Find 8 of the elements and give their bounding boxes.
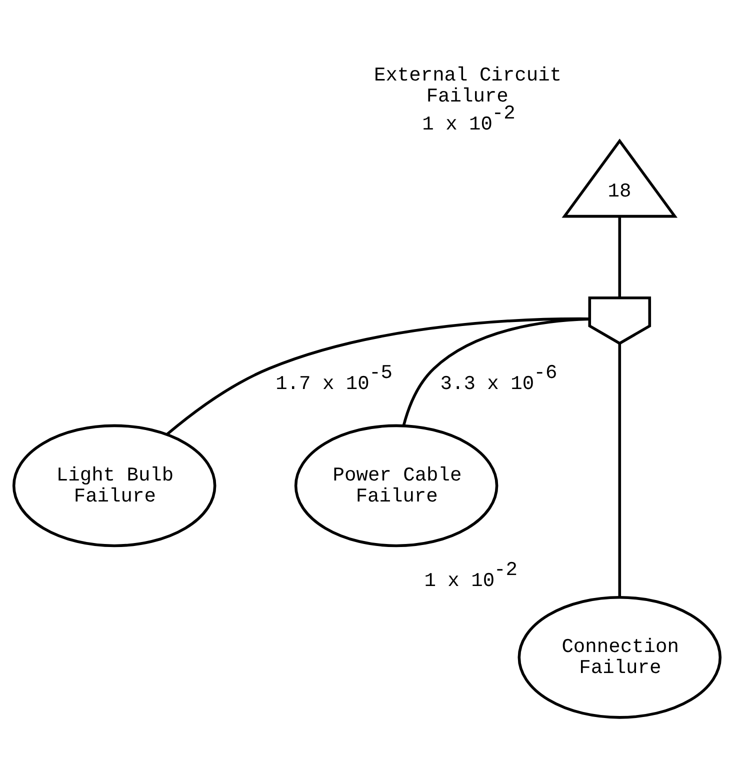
node-gate xyxy=(588,296,652,344)
connector xyxy=(618,343,622,597)
connector xyxy=(166,316,590,435)
connector xyxy=(618,216,622,298)
connector xyxy=(402,317,590,426)
node-ellipse: Light Bulb Failure xyxy=(12,424,216,547)
node-ellipse: Power Cable Failure xyxy=(294,424,498,547)
node-ellipse: Connection Failure xyxy=(518,595,722,718)
